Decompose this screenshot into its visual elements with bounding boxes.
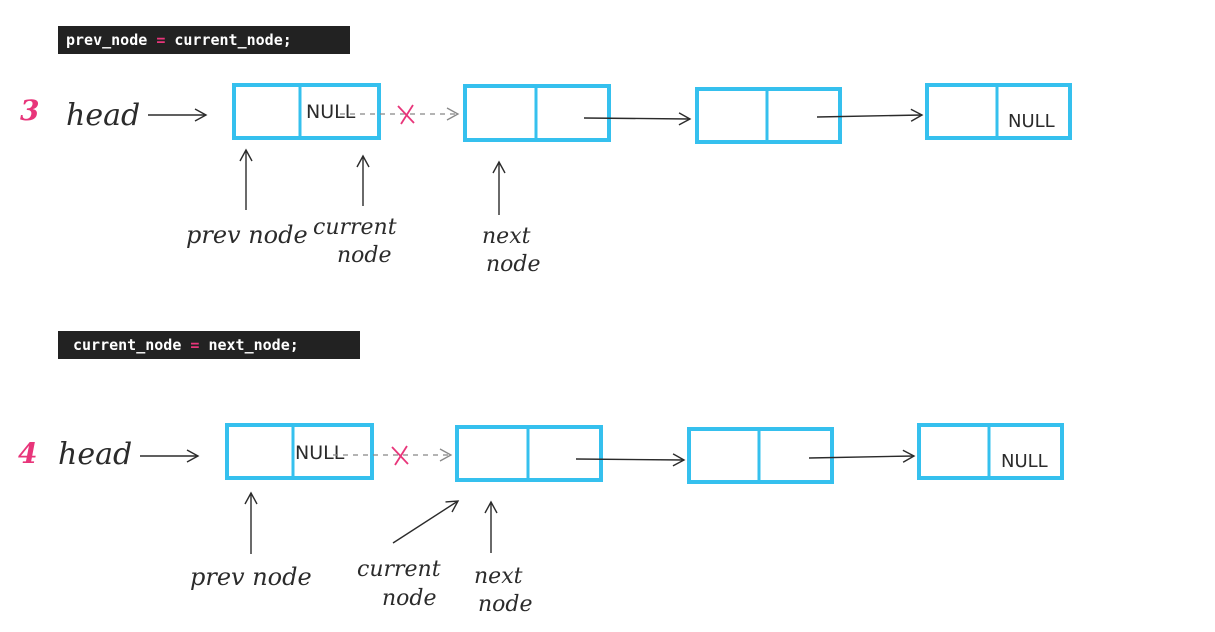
cross-mark: [391, 445, 409, 466]
next-node-label-line2: node: [486, 252, 541, 277]
prev-node-label: prev node: [186, 221, 308, 249]
node-4: [917, 423, 1064, 480]
next-node-label-line2: node: [478, 592, 533, 617]
current-node-label-line1: current: [313, 215, 397, 240]
null-label: NULL: [1008, 111, 1055, 132]
null-label: NULL: [295, 442, 345, 464]
code-lhs: current_node: [73, 336, 182, 354]
current-node-label-line2: node: [382, 586, 437, 611]
link-arrow: [808, 449, 916, 463]
code-rhs: current_node;: [174, 31, 292, 49]
step-number: 3: [20, 94, 39, 127]
link-arrow: [575, 453, 686, 467]
node-3: [695, 87, 842, 144]
current-node-pointer: [392, 500, 460, 544]
section-step-3: 3 head NULL NULL: [20, 83, 1072, 277]
head-label: head: [58, 437, 132, 472]
node-1: [225, 423, 374, 480]
link-arrow: [583, 112, 692, 126]
next-node-label-line1: next: [474, 564, 523, 589]
node-4: [925, 83, 1072, 140]
next-node-label-line1: next: [482, 224, 531, 249]
null-label: NULL: [306, 101, 356, 123]
code-rhs: next_node;: [208, 336, 299, 354]
cross-mark: [397, 104, 415, 125]
section-step-4: 4 head NULL NULL: [18, 423, 1064, 617]
current-node-label-line1: current: [357, 557, 441, 582]
head-label: head: [66, 98, 140, 133]
current-node-label-line2: node: [337, 243, 392, 268]
code-lhs: prev_node: [66, 31, 148, 49]
node-2: [463, 84, 611, 142]
code-statement-step-3: prev_node = current_node;: [58, 26, 350, 54]
code-statement-step-4: current_node = next_node;: [58, 331, 360, 359]
node-1: [232, 83, 381, 140]
null-label: NULL: [1001, 451, 1048, 472]
code-operator: =: [190, 336, 200, 354]
link-arrow: [816, 108, 924, 122]
prev-node-label: prev node: [190, 563, 312, 591]
code-operator: =: [156, 31, 166, 49]
step-number: 4: [18, 437, 37, 470]
node-3: [687, 427, 834, 484]
node-2: [455, 425, 603, 482]
